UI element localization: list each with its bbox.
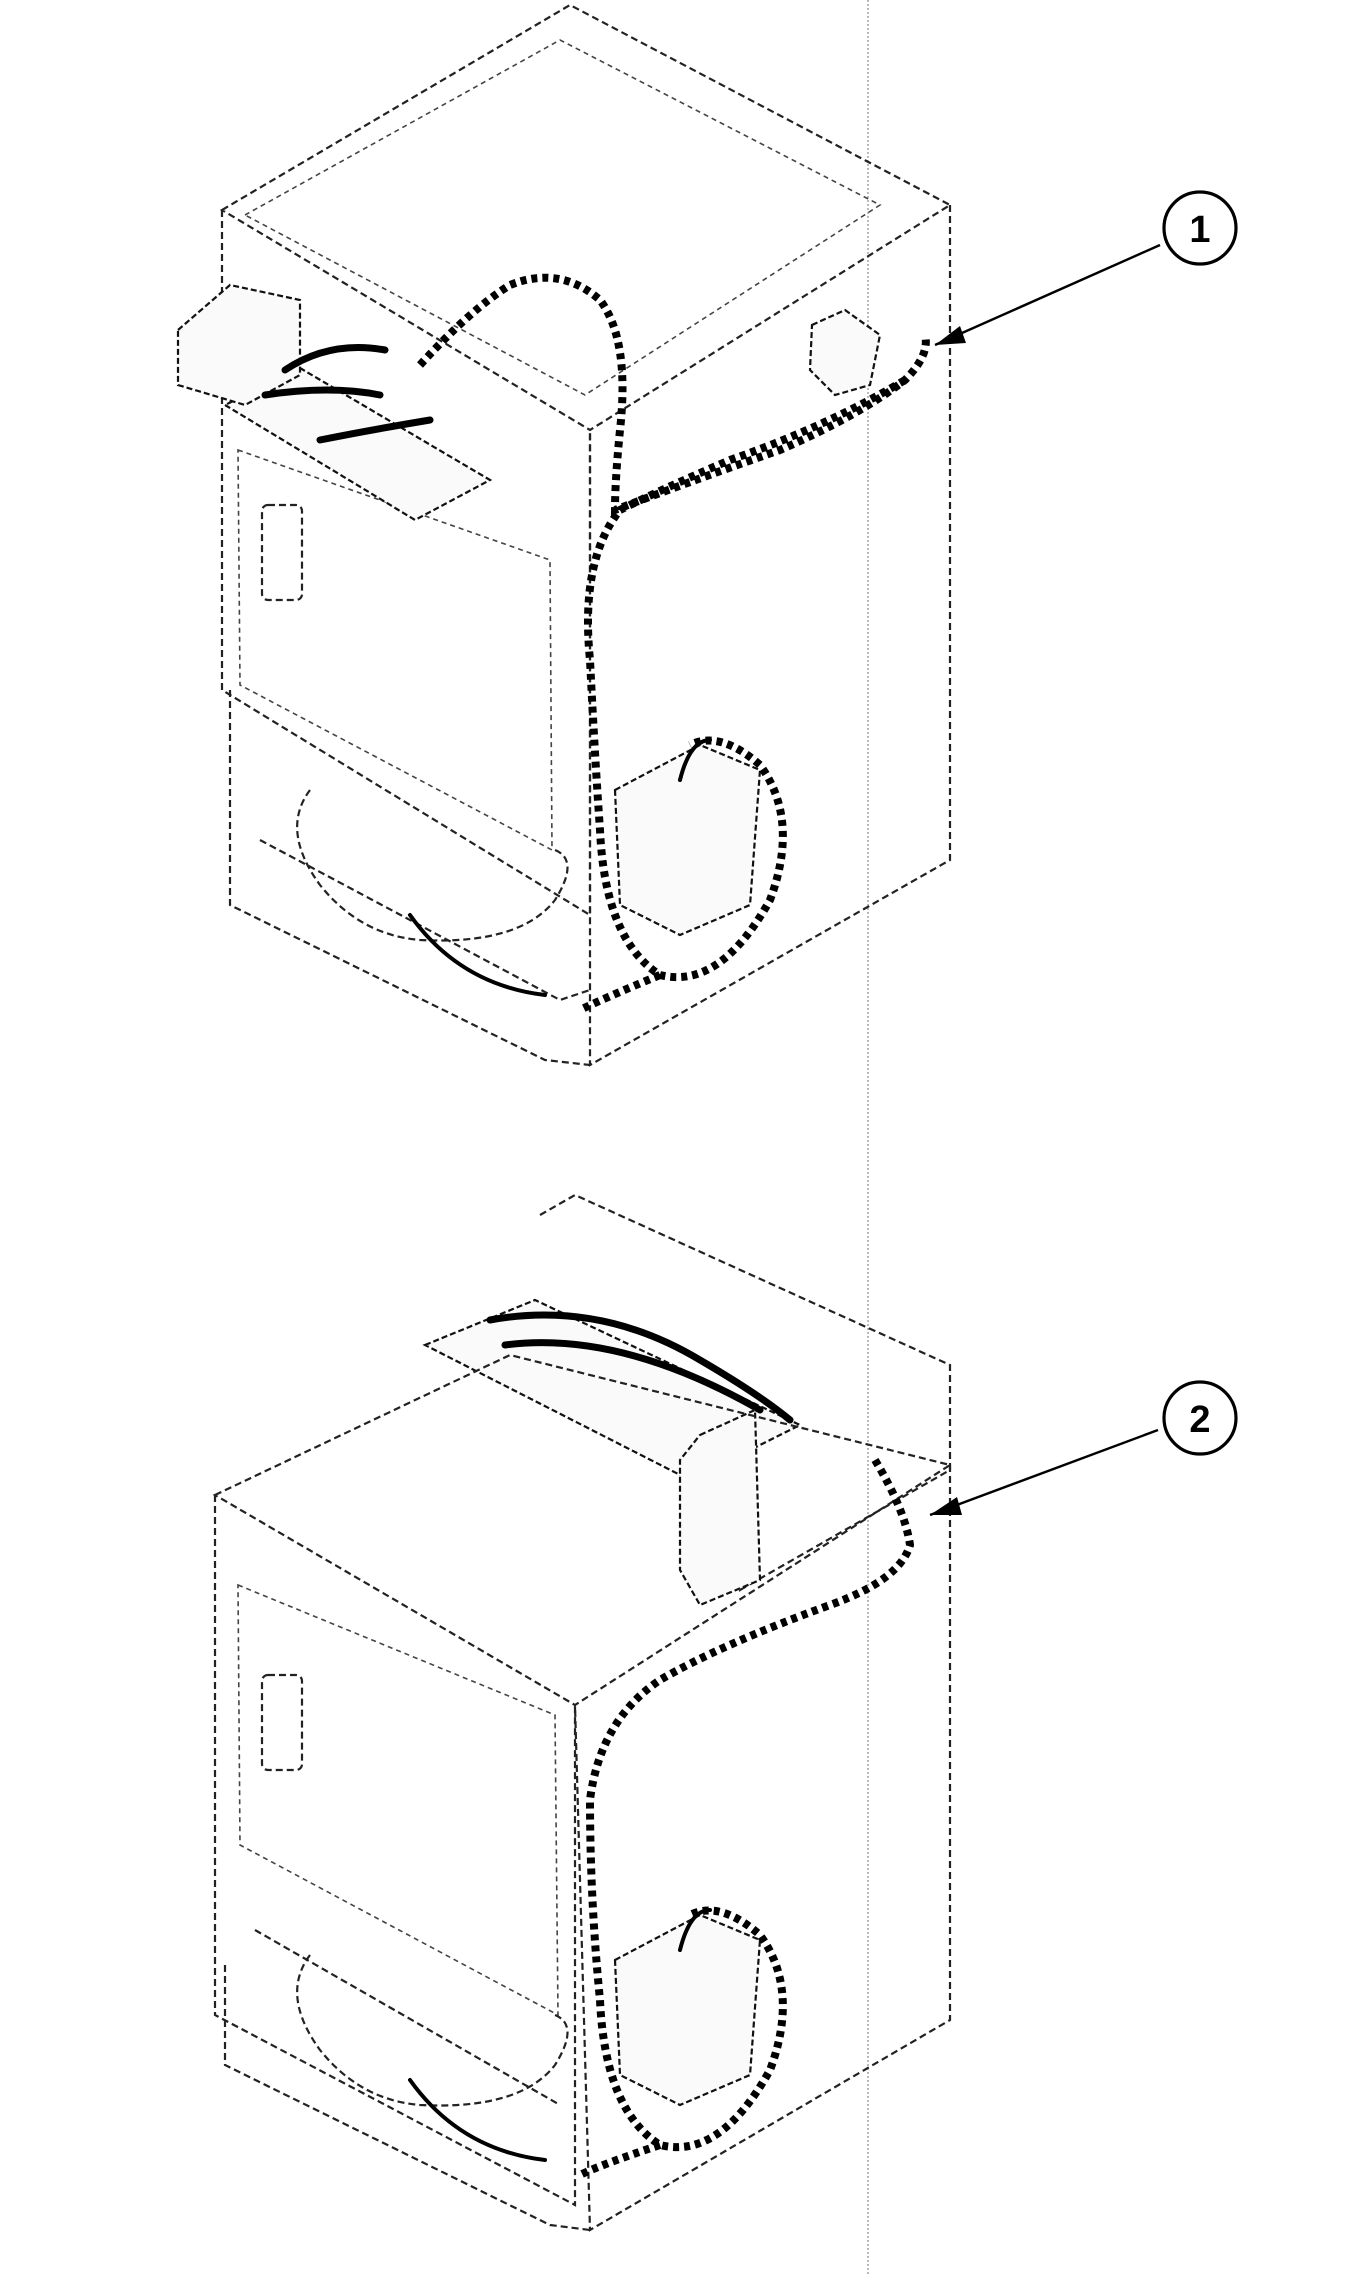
callout-2: 2 xyxy=(929,1380,1238,1517)
appliance-1-door-handle xyxy=(260,503,304,602)
callout-2-circle-icon xyxy=(1162,1380,1238,1456)
appliance-1-control-console xyxy=(222,366,493,522)
appliance-1-terminal-block xyxy=(176,283,302,407)
appliance-2-side-panel xyxy=(573,1465,952,2232)
appliance-2-console-wires xyxy=(486,1311,794,1424)
callout-1-arrowhead xyxy=(935,326,966,345)
appliance-1-lower-wire xyxy=(408,913,547,997)
appliance-view-1 xyxy=(176,3,953,1067)
appliance-1-rear-connector xyxy=(808,308,882,397)
callout-2-arrowhead xyxy=(930,1497,962,1515)
appliance-2-top-panel xyxy=(212,1353,953,1707)
callout-1: 1 xyxy=(934,190,1238,347)
appliance-1-base xyxy=(228,690,591,1067)
appliance-2-lower-wire xyxy=(408,2078,547,2162)
callout-2-number: 2 xyxy=(1189,1399,1210,1441)
appliance-1-drum xyxy=(296,789,569,942)
appliance-2-door-handle xyxy=(260,1673,304,1772)
callout-1-circle-icon xyxy=(1162,190,1238,266)
appliance-1-motor xyxy=(613,743,762,937)
appliance-1-wiring-harness xyxy=(417,273,930,1014)
appliance-1-console-wires xyxy=(261,344,434,444)
appliance-2-door xyxy=(237,1583,559,2017)
appliance-view-2 xyxy=(212,1193,953,2232)
callout-1-number: 1 xyxy=(1189,209,1210,251)
appliance-1-top-inner xyxy=(243,39,882,396)
appliance-1-top-panel xyxy=(219,3,953,432)
appliance-2-front-panel xyxy=(213,1495,577,2207)
callout-1-leader xyxy=(934,243,1161,347)
appliance-1-door xyxy=(237,448,553,852)
appliance-2-drum xyxy=(296,1954,569,2107)
appliance-1-side-panel xyxy=(588,205,952,1067)
appliance-2-control-box xyxy=(678,1408,762,1607)
appliance-1-front-panel xyxy=(220,210,592,917)
callout-2-leader xyxy=(929,1428,1159,1517)
appliance-2-wiring-harness xyxy=(578,1457,915,2179)
appliance-2-motor xyxy=(613,1913,762,2107)
